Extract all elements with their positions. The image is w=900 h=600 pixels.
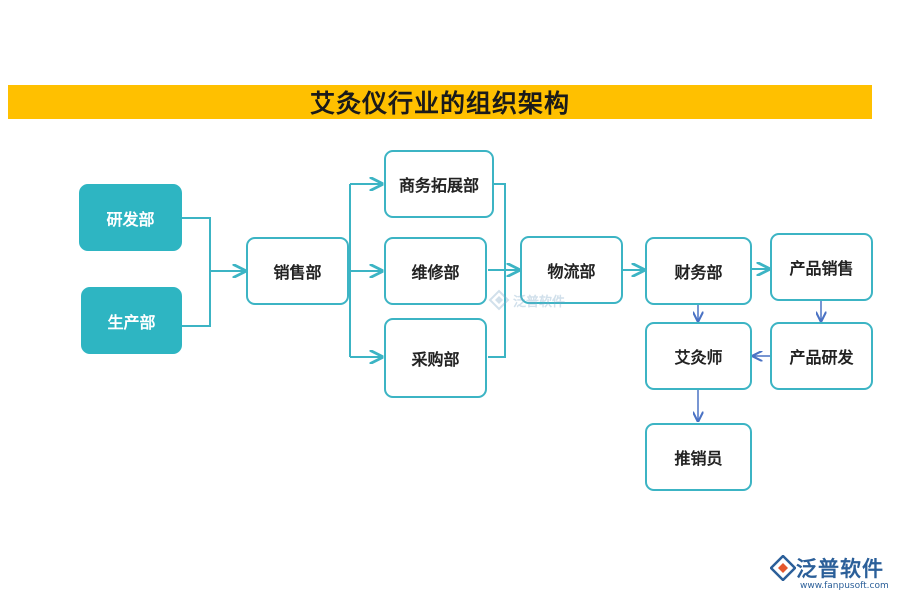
brand-logo-url: www.fanpusoft.com — [800, 581, 889, 591]
brand-logo-icon — [770, 555, 796, 581]
bracket-rd-production — [182, 217, 211, 327]
node-maintenance: 维修部 — [384, 237, 487, 305]
brand-logo: 泛普软件 www.fanpusoft.com — [770, 553, 895, 595]
node-logistics: 物流部 — [520, 236, 623, 304]
node-production: 生产部 — [81, 287, 182, 354]
watermark-logo-icon — [488, 289, 510, 311]
brand-logo-name: 泛普软件 — [796, 557, 884, 581]
title-bar: 艾灸仪行业的组织架构 — [8, 85, 872, 119]
node-purchasing: 采购部 — [384, 318, 487, 398]
watermark: 泛普软件 — [488, 287, 588, 313]
node-promoter: 推销员 — [645, 423, 752, 491]
watermark-text: 泛普软件 — [513, 294, 566, 310]
node-product-sales: 产品销售 — [770, 233, 873, 301]
node-business-dev: 商务拓展部 — [384, 150, 494, 218]
node-rd: 研发部 — [79, 184, 182, 251]
node-sales: 销售部 — [246, 237, 349, 305]
node-product-rd: 产品研发 — [770, 322, 873, 390]
node-finance: 财务部 — [645, 237, 752, 305]
diagram-title: 艾灸仪行业的组织架构 — [309, 89, 570, 118]
node-moxibustionist: 艾灸师 — [645, 322, 752, 390]
